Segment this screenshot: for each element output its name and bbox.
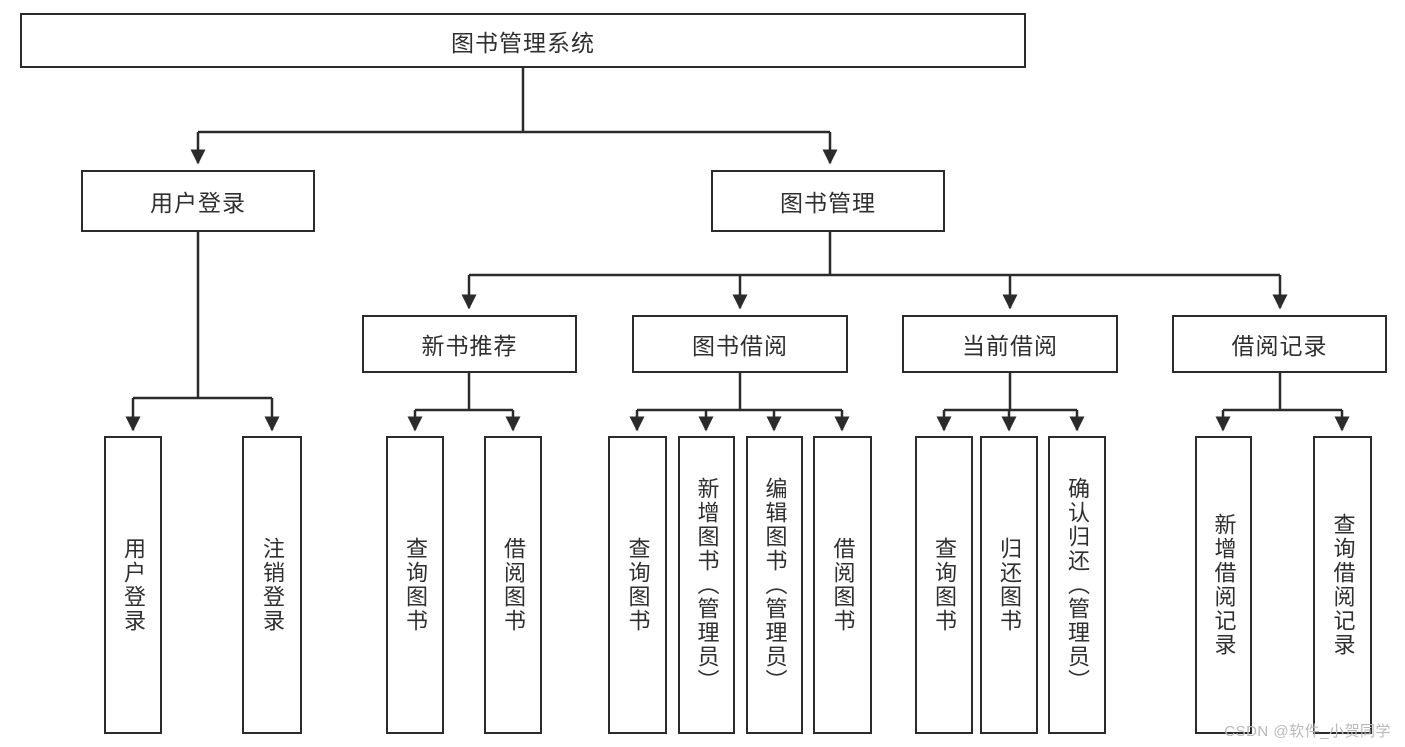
node-label: 用户登录 bbox=[150, 190, 246, 216]
leaf-add-book-admin[interactable]: 新增图书（管理员） bbox=[678, 436, 735, 734]
node-root[interactable]: 图书管理系统 bbox=[20, 13, 1026, 68]
node-label: 编辑图书（管理员） bbox=[762, 477, 788, 693]
leaf-query-book-borrow[interactable]: 查询图书 bbox=[608, 436, 667, 734]
node-label: 查询图书 bbox=[625, 537, 651, 633]
node-label: 借阅图书 bbox=[500, 537, 526, 633]
node-label: 用户登录 bbox=[120, 537, 146, 633]
node-label: 查询借阅记录 bbox=[1330, 513, 1356, 657]
leaf-confirm-return-admin[interactable]: 确认归还（管理员） bbox=[1048, 436, 1106, 734]
node-label: 图书管理系统 bbox=[451, 29, 595, 56]
node-label: 图书借阅 bbox=[692, 333, 788, 359]
node-label: 当前借阅 bbox=[962, 333, 1058, 359]
node-label: 新书推荐 bbox=[421, 333, 518, 359]
node-label: 确认归还（管理员） bbox=[1064, 477, 1090, 693]
leaf-borrow-book-recommendation[interactable]: 借阅图书 bbox=[484, 436, 542, 734]
node-new-book-recommendation[interactable]: 新书推荐 bbox=[362, 315, 577, 373]
node-current-borrow[interactable]: 当前借阅 bbox=[902, 315, 1118, 373]
node-book-borrow[interactable]: 图书借阅 bbox=[632, 315, 848, 373]
node-label: 查询图书 bbox=[402, 537, 428, 633]
node-book-management[interactable]: 图书管理 bbox=[711, 170, 945, 232]
leaf-query-borrow-record[interactable]: 查询借阅记录 bbox=[1313, 436, 1372, 734]
node-label: 借阅记录 bbox=[1231, 333, 1328, 359]
leaf-return-book[interactable]: 归还图书 bbox=[980, 436, 1038, 734]
leaf-query-book-current[interactable]: 查询图书 bbox=[915, 436, 973, 734]
leaf-user-login[interactable]: 用户登录 bbox=[104, 436, 162, 734]
leaf-add-borrow-record[interactable]: 新增借阅记录 bbox=[1195, 436, 1252, 734]
node-label: 借阅图书 bbox=[830, 537, 856, 633]
leaf-edit-book-admin[interactable]: 编辑图书（管理员） bbox=[746, 436, 803, 734]
node-label: 注销登录 bbox=[259, 537, 285, 633]
leaf-borrow-book[interactable]: 借阅图书 bbox=[813, 436, 872, 734]
node-borrow-records[interactable]: 借阅记录 bbox=[1172, 315, 1387, 373]
node-label: 新增借阅记录 bbox=[1211, 513, 1237, 657]
node-user-login[interactable]: 用户登录 bbox=[81, 170, 315, 232]
node-label: 归还图书 bbox=[996, 537, 1022, 633]
node-label: 查询图书 bbox=[931, 537, 957, 633]
node-label: 新增图书（管理员） bbox=[694, 477, 720, 693]
node-label: 图书管理 bbox=[780, 190, 876, 216]
leaf-logout[interactable]: 注销登录 bbox=[242, 436, 302, 734]
leaf-query-book-recommendation[interactable]: 查询图书 bbox=[386, 436, 444, 734]
watermark: CSDN @软件_小贺同学 bbox=[1224, 723, 1391, 740]
